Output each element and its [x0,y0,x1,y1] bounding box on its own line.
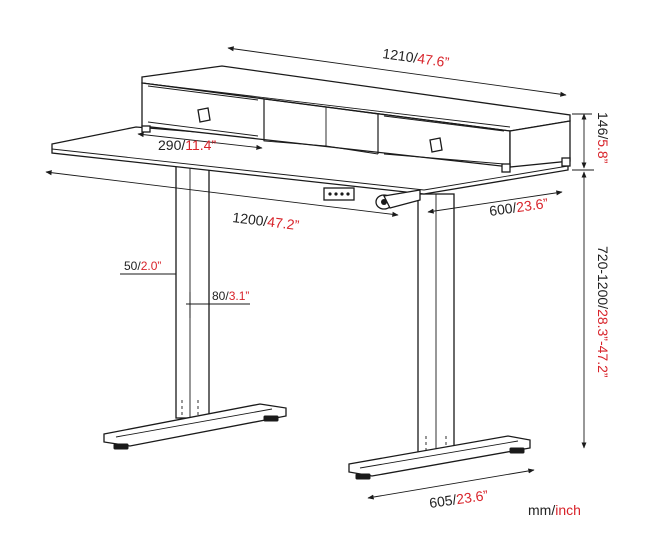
foot-length-label: 605/23.6” [428,487,489,511]
left-drawer-handle-icon [197,107,211,123]
leg-width-label: 50/2.0” [124,259,161,273]
desk-width-label: 1200/47.2” [232,209,301,233]
dimension-lines [45,46,594,500]
left-leg-column [175,165,210,419]
drawer-width-label: 290/11.4” [158,137,216,153]
right-foot [348,435,531,477]
leg-depth-label: 80/3.1” [212,289,249,303]
left-leg [103,165,287,450]
desk-depth-label: 600/23.6” [488,195,549,219]
hutch-width-label: 1210/47.6” [382,45,451,70]
dimension-labels: 1210/47.6” 290/11.4” 146/5.8” 1200/47.2”… [124,45,611,518]
hutch-height-label: 146/5.8” [595,112,611,164]
right-leg [348,193,531,480]
units-legend: mm/inch [528,502,581,518]
right-drawer-handle-icon [429,137,443,153]
height-range-label: 720-1200/28.3”-47.2” [595,246,611,378]
